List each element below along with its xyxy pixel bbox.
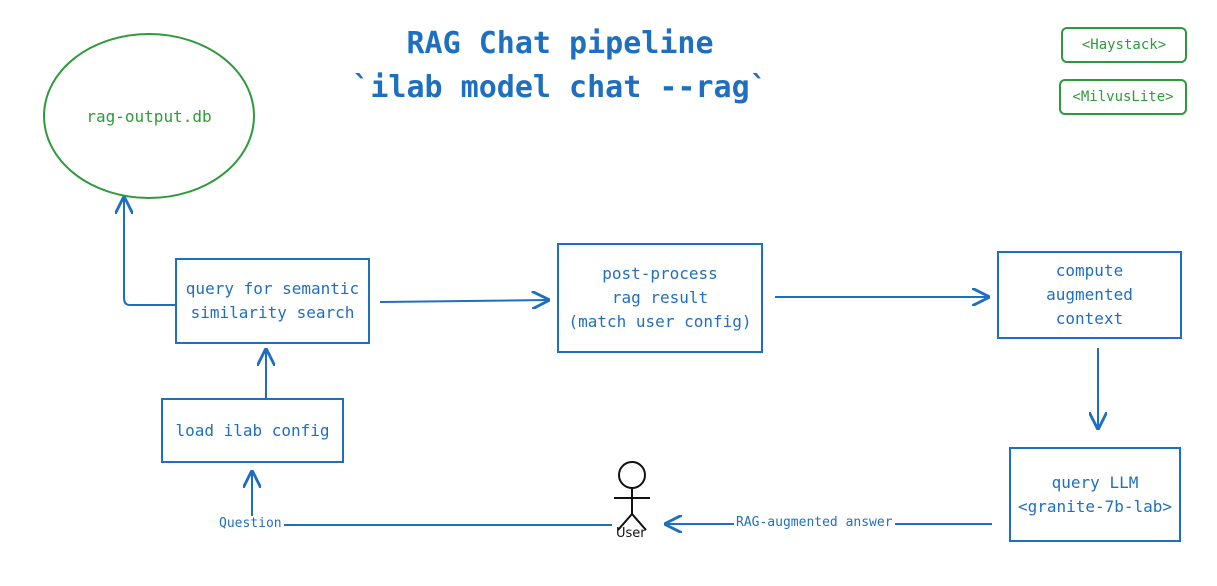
node-load-ilab-config: load ilab config — [161, 398, 344, 463]
node-text-line: <granite-7b-lab> — [1017, 496, 1173, 516]
edge-user-to-config — [252, 472, 612, 526]
diagram-title: RAG Chat pipeline — [406, 26, 714, 61]
node-text-line: post-process — [602, 264, 718, 283]
node-text-line: query LLM — [1051, 472, 1139, 492]
user-label: User — [616, 526, 646, 541]
node-text-line: augmented — [1046, 285, 1133, 304]
node-text-line: (match user config) — [568, 312, 752, 331]
tag-milvuslite: <MilvusLite> — [1059, 79, 1187, 115]
node-text-line: context — [1055, 309, 1124, 328]
node-text-line: rag result — [611, 288, 709, 307]
tag-haystack: <Haystack> — [1061, 27, 1187, 63]
node-query-llm: query LLM <granite-7b-lab> — [1009, 447, 1181, 542]
edge-query-to-postprocess — [379, 300, 548, 302]
edge-label-question: Question — [217, 516, 284, 531]
node-compute-augmented-context: compute augmented context — [997, 251, 1182, 339]
node-query-semantic-search: query for semantic similarity search — [175, 258, 370, 344]
node-text-line: compute — [1055, 261, 1124, 280]
diagram-subtitle: `ilab model chat --rag` — [352, 70, 768, 105]
node-post-process: post-process rag result (match user conf… — [557, 243, 763, 353]
node-text-line: query for semantic — [185, 279, 360, 298]
node-text-line: load ilab config — [175, 420, 330, 440]
edge-label-rag-answer: RAG-augmented answer — [734, 515, 895, 530]
edge-query-to-db — [124, 198, 175, 306]
node-text-line: similarity search — [190, 303, 355, 322]
database-rag-output: rag-output.db — [43, 33, 255, 199]
user-actor-icon — [614, 461, 650, 531]
